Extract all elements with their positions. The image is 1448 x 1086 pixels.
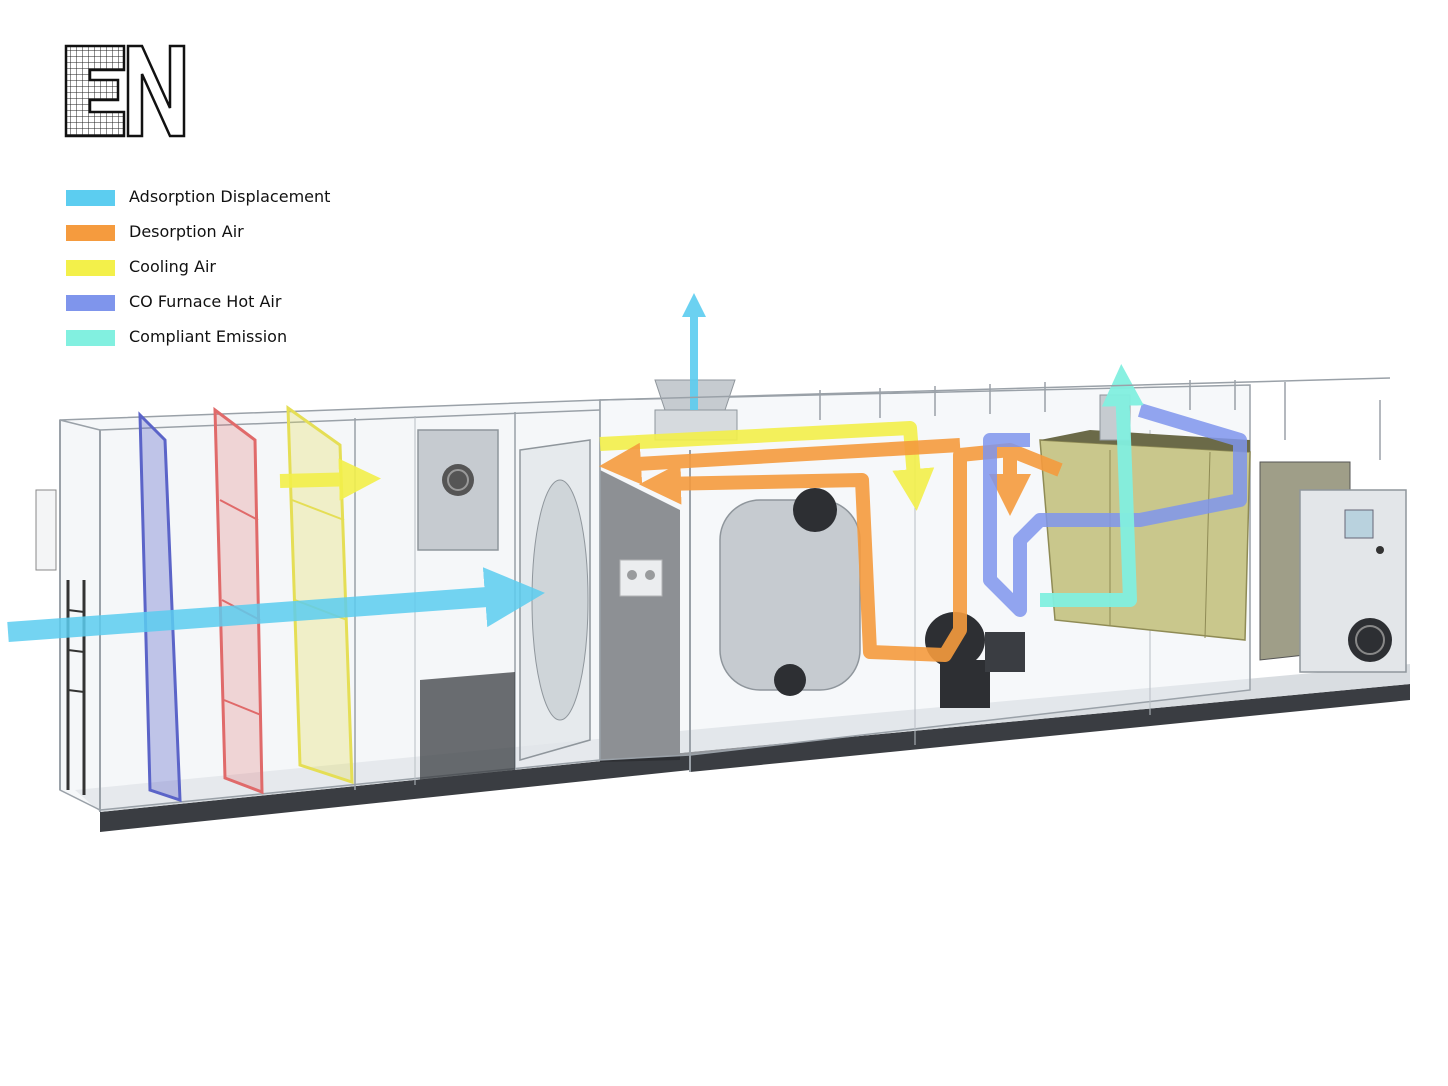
adsorption-flow: [7, 567, 545, 642]
co-furnace-hot-air-flow: [983, 403, 1247, 617]
adsorption-rotor: [417, 429, 591, 780]
legend-label: CO Furnace Hot Air: [129, 292, 282, 311]
en-logo: [64, 44, 186, 138]
desorption-air-flow: [599, 438, 1063, 662]
logo-letter-n: [126, 44, 186, 138]
top-rail: [599, 377, 1391, 460]
cooling-air-flow: [279, 421, 935, 511]
heat-exchanger: [719, 488, 861, 696]
compliant-emission-flow: [1040, 364, 1144, 607]
filter-panel-blue: [138, 411, 182, 803]
legend-label: Compliant Emission: [129, 327, 288, 346]
legend-swatch: [66, 225, 115, 241]
legend-swatch: [66, 190, 115, 206]
filter-panel-red: [213, 406, 264, 795]
logo-letter-e: [64, 44, 126, 138]
legend-swatch: [66, 295, 115, 311]
legend-swatch: [66, 330, 115, 346]
electrical-panel: [1259, 461, 1407, 673]
access-ladder: [35, 489, 86, 795]
legend-label: Adsorption Displacement: [129, 187, 331, 206]
legend-label: Desorption Air: [129, 222, 244, 241]
legend-label: Cooling Air: [129, 257, 216, 276]
legend-swatch: [66, 260, 115, 276]
